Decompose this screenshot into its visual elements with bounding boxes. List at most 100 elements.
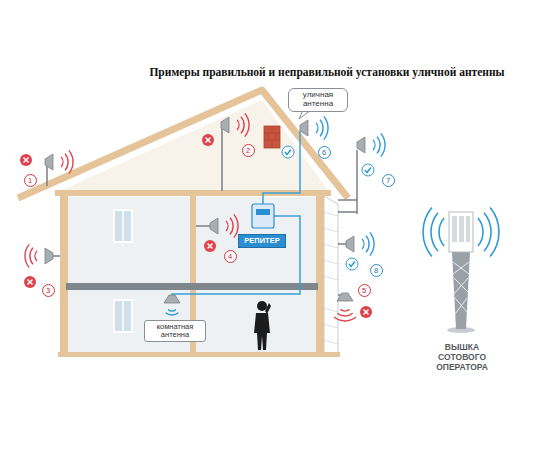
antenna-panel [210,218,218,234]
antenna-panel [300,120,308,136]
signal-arcs [373,133,385,156]
antenna-label: комнатная антенна [144,320,206,343]
wrong-icon [24,276,36,288]
check-tick [285,150,291,155]
signal-arcs [226,214,238,237]
check-icon [282,146,294,158]
tower-head [449,212,473,252]
antenna-panel [45,154,53,170]
callout-number: 8 [370,264,383,277]
brickwork [264,126,280,148]
ground-beam [58,352,340,357]
wrong-circle [24,276,36,288]
antenna-panel [164,295,180,303]
siding-line [324,244,338,248]
wrong-circle [360,306,372,318]
weak-signal [25,113,356,321]
wrong-circle [202,134,214,146]
antenna-panel [45,248,53,264]
callout-number: 3 [42,284,55,297]
siding-line [324,276,338,280]
strong-signal [166,116,385,315]
antenna-panel [337,293,353,301]
attic-space [55,100,330,193]
check-icon [346,258,358,270]
antenna-mount [47,128,357,295]
wrong-icon [360,306,372,318]
antenna-panel [221,117,229,133]
check-circle [362,164,374,176]
node-text: комнатная антенна [149,323,201,340]
tower-panel [459,216,464,242]
check-icon [362,164,374,176]
node-text: уличная антенна [294,91,342,109]
check-tick [349,262,355,267]
callout-bubble: уличная антенна [288,88,348,112]
siding-line [324,308,338,312]
person-body [254,313,270,350]
wall-post [60,195,68,357]
siding-line [324,340,338,344]
siding-line [324,260,338,264]
signal-arcs [316,116,328,139]
wrong-icon [202,134,214,146]
floor-slab [66,283,318,290]
cable [172,131,300,296]
window [114,210,132,242]
signal-arcs [334,309,356,321]
tower-signal [423,208,499,257]
repeater-panel [256,209,270,215]
siding-line [324,228,338,232]
room [196,197,316,283]
wrong-cross [206,138,211,143]
person-arm [265,303,271,314]
callout-number: 7 [382,174,395,187]
room [68,197,190,283]
tower-lattice [453,262,469,314]
person-head [257,301,267,311]
wrong-cross [208,244,213,249]
diagram-title: Примеры правильной и неправильной устано… [149,66,504,78]
tower-panel [452,216,457,242]
antenna-panel [346,236,354,252]
siding-line [324,212,338,216]
siding [324,212,338,344]
chimney [264,126,280,148]
repeater-device [252,204,274,228]
signal-arcs [166,310,179,315]
device-label: РЕПИТЕР [238,234,285,248]
tower-panel [466,216,470,242]
antennas [45,117,365,303]
callout-number: 2 [242,144,255,157]
wall-post [316,195,324,357]
antenna-panel [357,137,365,153]
room [196,290,316,352]
signal-arcs [25,244,37,267]
signal-arcs [61,150,73,173]
check-tick [365,168,371,173]
wrong-cross [364,310,369,315]
check-circle [346,258,358,270]
tower-mast [452,252,470,329]
callout-number: 5 [358,284,371,297]
wrong-icon [204,240,216,252]
tower-label: ВЫШКА СОТОВОГО ОПЕРАТОРА [429,343,495,372]
wrong-cross [28,280,33,285]
callout-number: 4 [224,250,237,263]
window-frame [122,210,124,242]
window [114,300,132,332]
person [254,301,271,350]
wrong-mark [20,134,372,318]
siding-line [324,324,338,328]
window-frame [122,300,124,332]
cell-tower [423,208,499,333]
side-wall [324,196,338,356]
wrong-circle [20,154,32,166]
check-circle [282,146,294,158]
signal-arcs [237,113,249,136]
signal-arcs [362,232,374,255]
wrong-icon [20,154,32,166]
node-text: РЕПИТЕР [244,237,279,245]
right-mark [282,146,374,270]
